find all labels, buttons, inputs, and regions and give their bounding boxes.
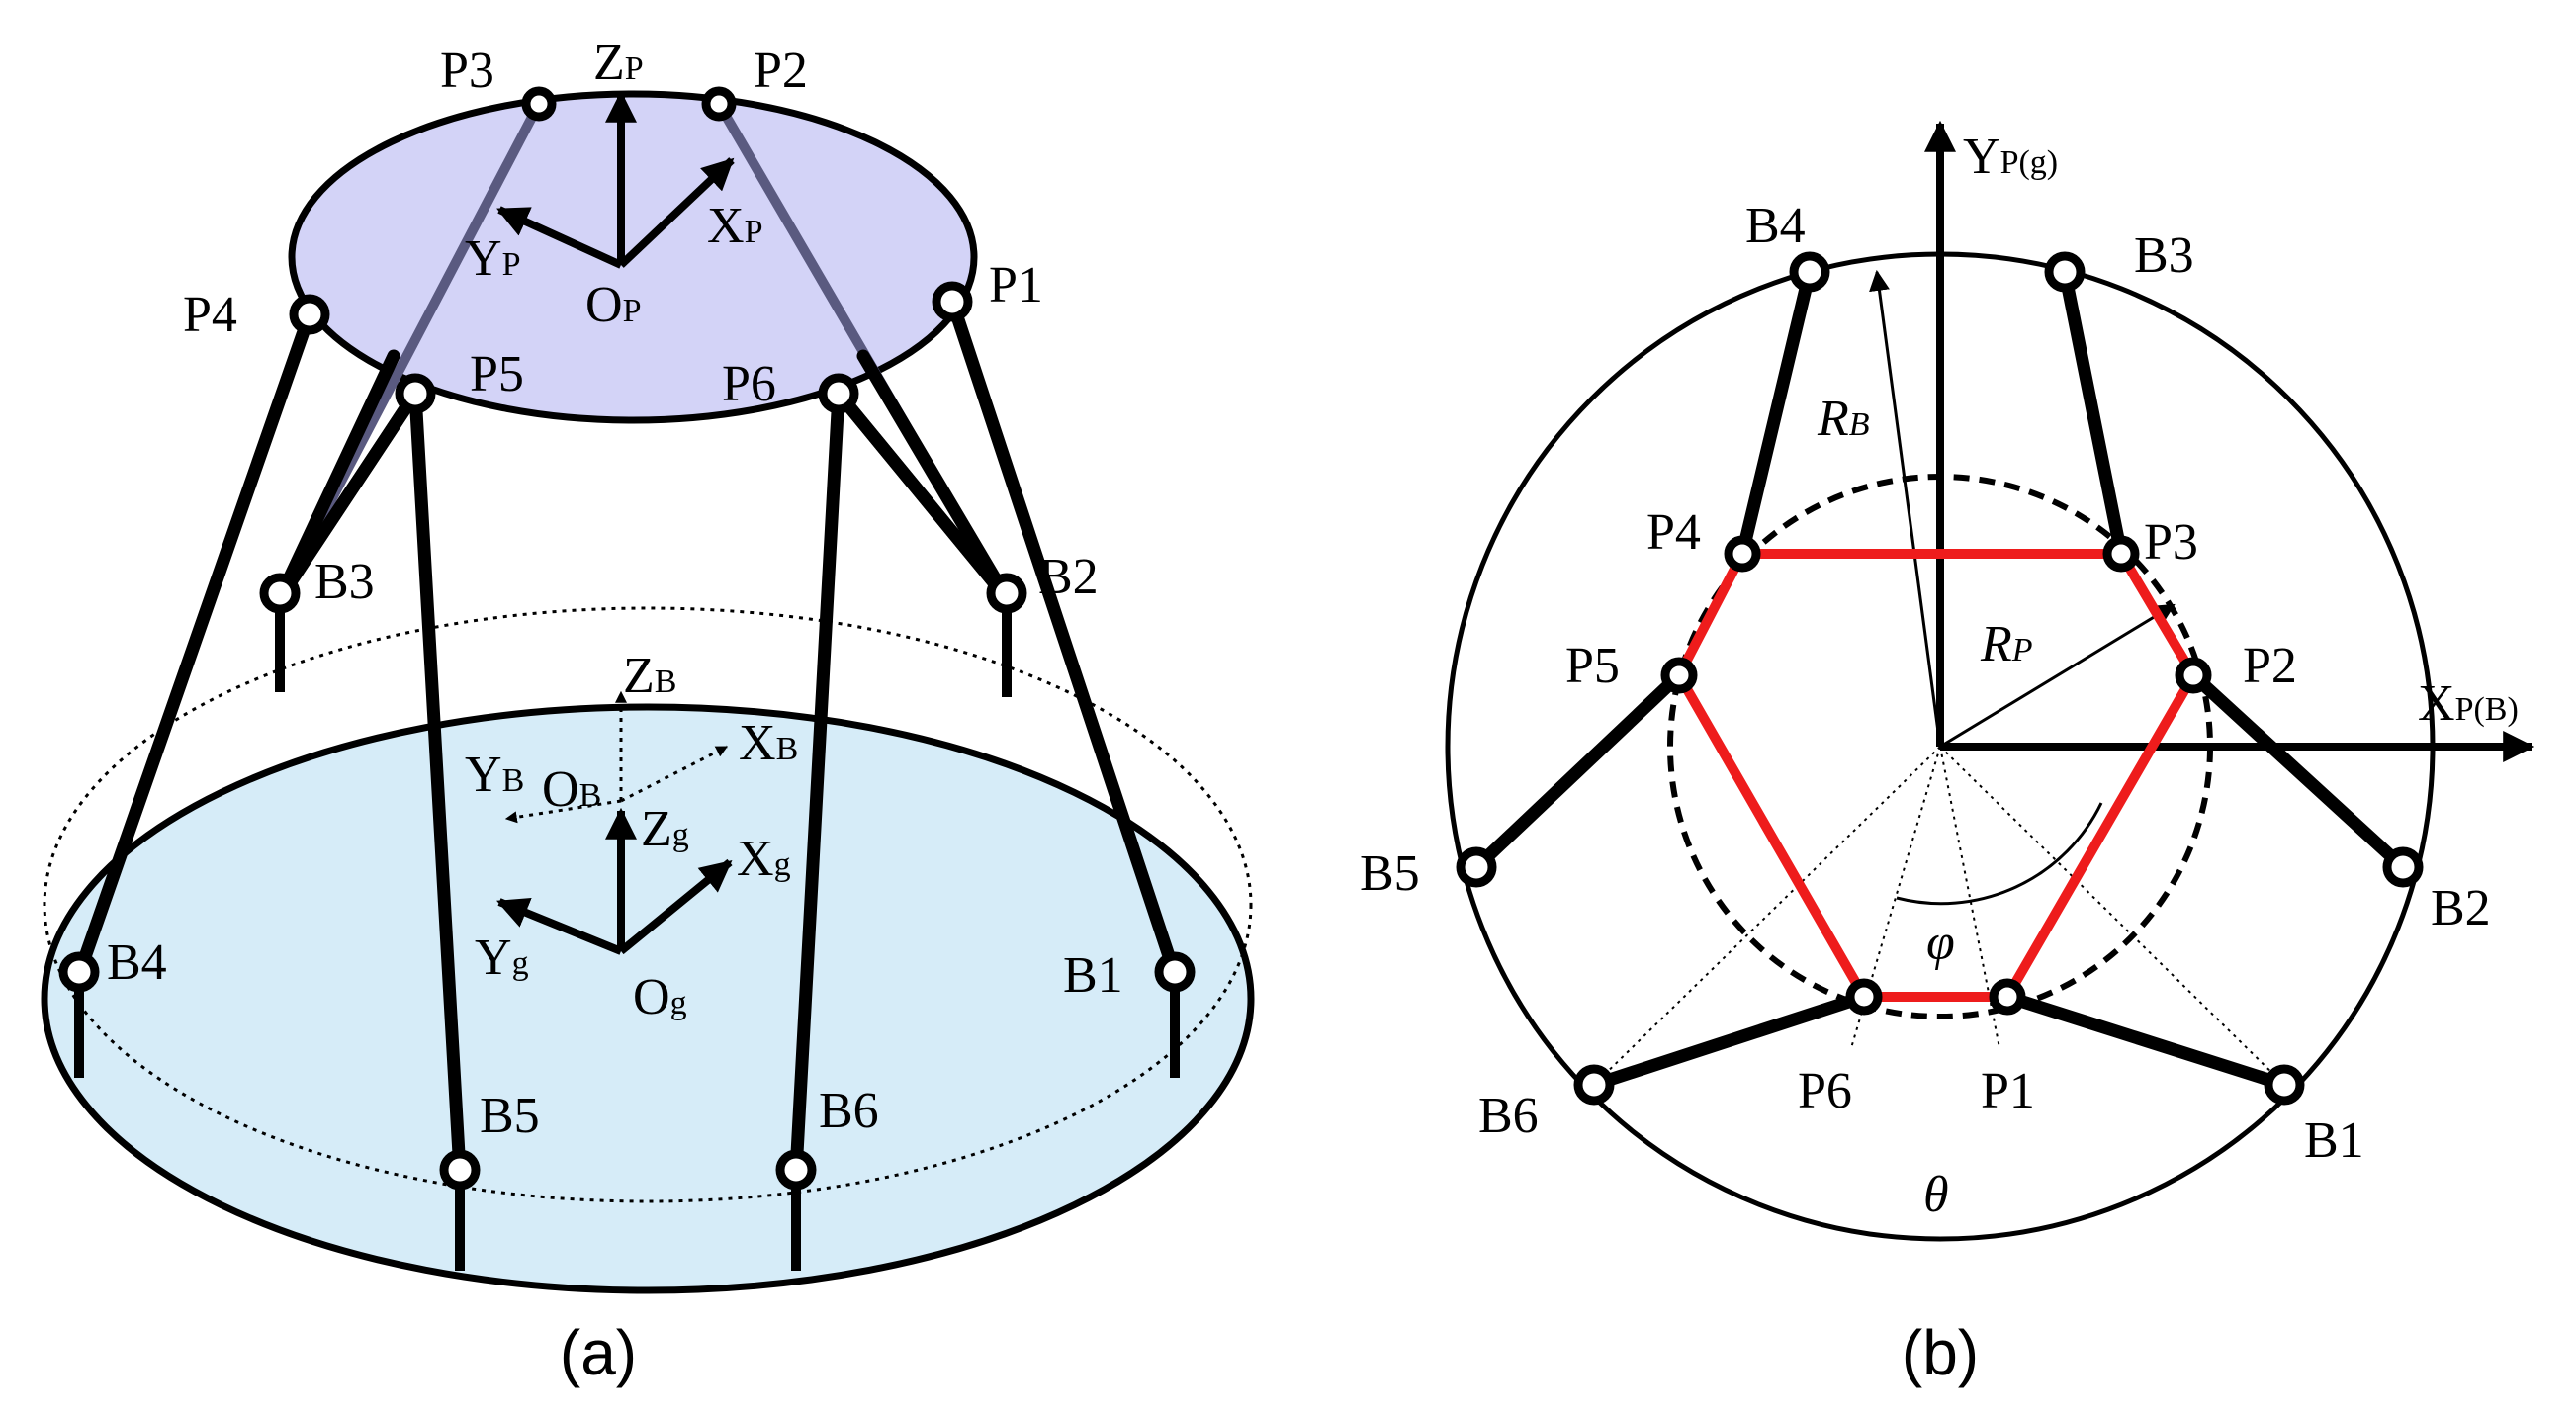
label-a-b4: B4: [107, 934, 167, 991]
leg-p4-b4: [72, 308, 316, 981]
label-a-b1: B1: [1063, 947, 1123, 1004]
label-zp: ZP: [593, 35, 644, 91]
label-xb: XB: [739, 715, 798, 771]
leg-p2-b2-lower: [832, 387, 1014, 605]
label-op: OP: [585, 277, 641, 333]
leg-segment-out-b2: [856, 349, 1014, 605]
radius-rp-arrow: [1939, 603, 2176, 749]
joint-p4: [289, 294, 330, 335]
leg-b-p6-b6: [1587, 990, 1871, 1092]
label-a-b6: B6: [819, 1083, 879, 1139]
leg-p6-b6: [789, 387, 845, 1179]
panel-b: YP(g) XP(B) RB RP φ θ B4 B3 P4 P3 P5 P2 …: [1360, 120, 2535, 1388]
joint-b-p5: [1660, 657, 1698, 694]
label-x-pb: XP(B): [2418, 675, 2519, 732]
label-y-pg: YP(g): [1963, 129, 2058, 185]
joint-b-b2: [2382, 846, 2424, 888]
joint-b-b1: [2264, 1064, 2305, 1106]
label-phi: φ: [1926, 915, 1955, 971]
label-a-b5: B5: [480, 1088, 540, 1144]
label-a-p2: P2: [754, 43, 808, 99]
joint-b1: [1154, 951, 1196, 993]
caption-a: (a): [560, 1317, 637, 1388]
label-b-b3: B3: [2134, 227, 2194, 284]
label-b-b2: B2: [2431, 880, 2491, 936]
label-b-b5: B5: [1360, 845, 1420, 902]
joint-b4: [58, 951, 100, 993]
label-b-p6: P6: [1798, 1063, 1852, 1119]
label-ob: OB: [542, 761, 601, 818]
label-a-p3: P3: [440, 43, 494, 99]
label-b-b1: B1: [2304, 1112, 2364, 1169]
joint-b-p2: [2175, 657, 2212, 694]
label-theta: θ: [1923, 1167, 1949, 1223]
joint-p5: [395, 373, 436, 414]
label-b-p5: P5: [1565, 638, 1620, 694]
joint-p1: [932, 281, 973, 322]
joint-b-b3: [2044, 251, 2086, 293]
label-rb: RB: [1817, 391, 1870, 447]
label-rp: RP: [1980, 616, 2033, 672]
label-b-p4: P4: [1646, 504, 1701, 561]
label-b-p2: P2: [2243, 638, 2297, 694]
label-zg: Zg: [641, 801, 689, 857]
joint-p3: [521, 86, 557, 122]
joint-p6: [818, 373, 859, 414]
label-a-p1: P1: [989, 257, 1043, 313]
label-yp: YP: [465, 230, 520, 287]
platform-x-axis: [618, 157, 735, 268]
construction-line-b6: [1593, 746, 1941, 1086]
angle-phi-arc: [1896, 802, 2103, 906]
label-a-b3: B3: [314, 554, 375, 610]
leg-b-p4-b4: [1735, 265, 1817, 561]
panel-a: P3 P2 P4 P1 P5 P6 B3 B2 B4 B1 B5 B6 ZP X…: [41, 35, 1255, 1388]
leg-b-p2-b2: [2186, 668, 2410, 874]
base-x-axis: [620, 745, 729, 803]
leg-segment-out-b3: [273, 349, 400, 605]
label-b-p3: P3: [2144, 514, 2198, 571]
label-b-b6: B6: [1478, 1088, 1539, 1144]
leg-b-p1-b1: [2000, 990, 2291, 1092]
joint-b-p3: [2102, 535, 2140, 573]
label-og: Og: [633, 969, 687, 1025]
joint-b-p6: [1845, 978, 1883, 1016]
leg-p1-b1: [945, 295, 1182, 981]
leg-p5-b5: [408, 387, 467, 1179]
joint-b-p4: [1724, 535, 1761, 573]
label-b-b4: B4: [1745, 198, 1806, 254]
joint-p2: [701, 86, 737, 122]
joint-b-p1: [1989, 978, 2026, 1016]
label-yg: Yg: [475, 930, 529, 986]
joint-b-b5: [1456, 846, 1497, 888]
label-b-p1: P1: [1981, 1063, 2035, 1119]
ground-x-axis: [618, 858, 733, 955]
leg-b-p5-b5: [1469, 668, 1686, 874]
joint-b2: [986, 573, 1027, 614]
label-yb: YB: [465, 747, 524, 803]
ground-y-axis: [496, 898, 623, 955]
platform-y-axis: [496, 206, 623, 269]
label-zb: ZB: [623, 648, 676, 704]
label-xg: Xg: [737, 831, 791, 887]
joint-b6: [775, 1149, 817, 1191]
joint-b5: [439, 1149, 481, 1191]
joint-b-b4: [1789, 251, 1830, 293]
label-a-p5: P5: [470, 346, 524, 402]
joint-b3: [259, 573, 301, 614]
label-a-p4: P4: [183, 287, 237, 343]
caption-b: (b): [1902, 1317, 1979, 1388]
base-joint-circle: [43, 606, 1253, 1203]
leg-b-p3-b3: [2058, 265, 2128, 561]
joint-b-b6: [1573, 1064, 1615, 1106]
label-a-p6: P6: [722, 356, 776, 412]
base-plate: [41, 703, 1255, 1294]
label-a-b2: B2: [1038, 549, 1099, 605]
label-xp: XP: [707, 198, 762, 254]
construction-line-b1: [1939, 746, 2285, 1086]
radius-rb-arrow: [1869, 269, 1942, 748]
